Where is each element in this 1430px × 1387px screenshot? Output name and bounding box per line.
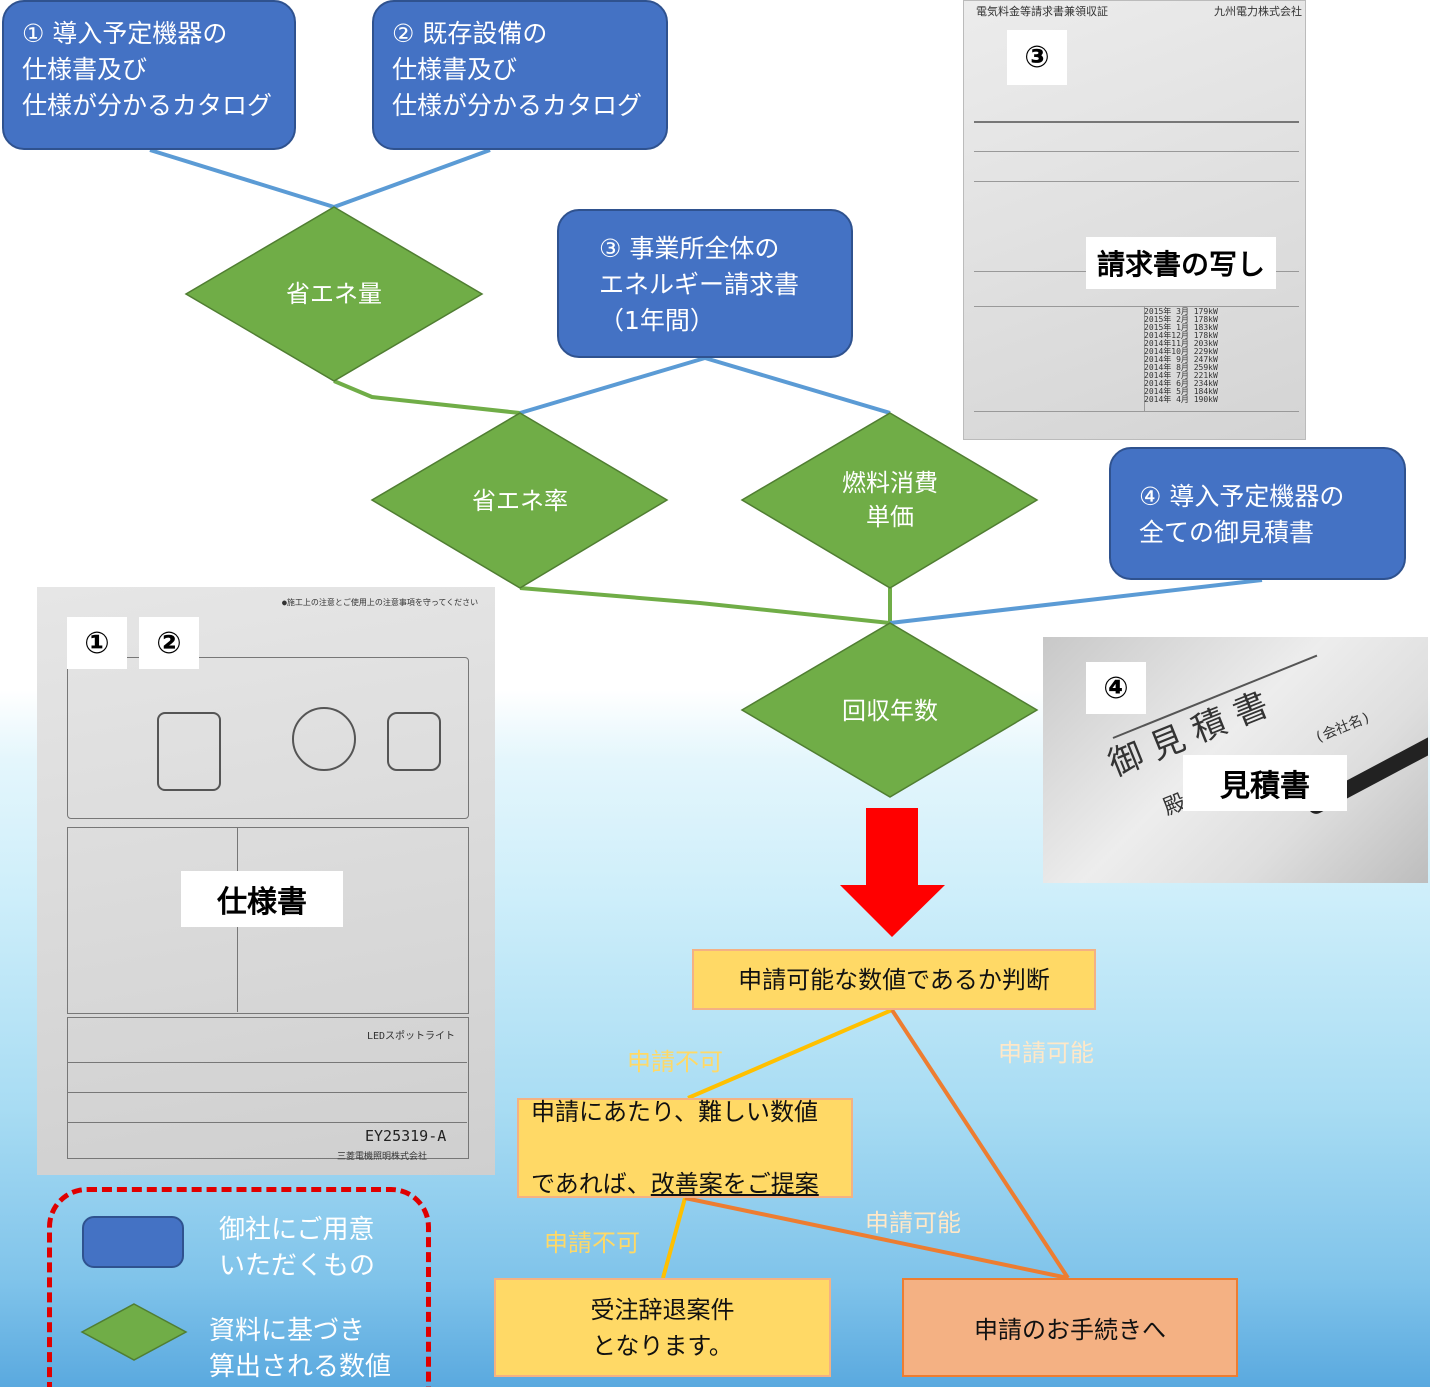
improve-line-2: であれば、改善案をご提案: [531, 1170, 819, 1198]
invoice-demand-row: 2015年 1月 183kW: [1144, 323, 1218, 332]
spec-number-tag-2: ②: [139, 617, 199, 669]
diamond-energy-saving-amount: 省エネ量: [286, 280, 382, 308]
diamond-shape-d3: [740, 412, 1039, 589]
invoice-demand-row: 2014年 4月 190kW: [1144, 395, 1218, 404]
invoice-demand-row: 2014年 6月 234kW: [1144, 379, 1218, 388]
diamond-shape-d4: [740, 622, 1039, 798]
invoice-caption: 請求書の写し: [1086, 237, 1276, 289]
down-arrow: [840, 808, 945, 937]
diamond-energy-saving-rate: 省エネ率: [472, 487, 568, 515]
invoice-demand-row: 2014年 9月 247kW: [1144, 355, 1218, 364]
legend-green-swatch: [80, 1303, 188, 1361]
legend-prepared-text: 御社にご用意 いただくもの: [219, 1215, 376, 1281]
spec-caption: 仕様書: [181, 871, 343, 927]
diamond-shape-d1: [184, 206, 484, 382]
invoice-demand-row: 2014年11月 203kW: [1144, 339, 1218, 348]
line-b4-to-d4: [889, 578, 1263, 625]
invoice-demand-row: 2014年12月 178kW: [1144, 331, 1218, 340]
invoice-company: 九州電力株式会社: [1214, 5, 1302, 18]
line-d1-to-d2: [333, 379, 521, 415]
line-judge-not-ok: [687, 1008, 893, 1100]
line-b1-to-d1: [149, 148, 335, 209]
invoice-demand-row: 2014年10月 229kW: [1144, 347, 1218, 356]
judge-box: 申請可能な数値であるか判断: [692, 949, 1096, 1010]
proceed-box: 申請のお手続きへ: [902, 1278, 1238, 1377]
box-new-equipment-spec: ① 導入予定機器の 仕様書及び 仕様が分かるカタログ: [2, 0, 296, 150]
label-not-ok-1: 申請不可: [627, 1048, 723, 1076]
diamond-payback-years: 回収年数: [842, 697, 938, 725]
line-b3-to-d2: [519, 356, 706, 415]
improve-box: 申請にあたり、難しい数値 であれば、改善案をご提案: [517, 1098, 853, 1198]
legend-calculated-text: 資料に基づき 算出される数値: [209, 1316, 392, 1382]
diamond-shape-d2: [370, 412, 669, 589]
decline-box: 受注辞退案件 となります。: [494, 1278, 831, 1377]
legend-frame: [47, 1187, 431, 1387]
invoice-header: 電気料金等請求書兼領収証: [976, 5, 1108, 18]
box-existing-equipment-spec: ② 既存設備の 仕様書及び 仕様が分かるカタログ: [372, 0, 668, 150]
invoice-demand-row: 2014年 8月 259kW: [1144, 363, 1218, 372]
line-improve-not-ok: [661, 1197, 687, 1279]
spec-model: EY25319-A: [365, 1127, 447, 1145]
box-estimates: ④ 導入予定機器の 全ての御見積書: [1109, 447, 1406, 580]
invoice-demand-row: 2014年 5月 184kW: [1144, 387, 1218, 396]
line-improve-ok: [684, 1196, 1069, 1280]
spec-top-note: ●施工上の注意とご使用上の注意事項を守ってください: [282, 598, 479, 607]
diamond-fuel-unit-price: 燃料消費 単価: [842, 469, 938, 531]
improve-line-1: 申請にあたり、難しい数値: [531, 1098, 819, 1126]
line-b3-to-d3: [704, 356, 891, 415]
line-d2-to-d4: [519, 586, 891, 625]
improvement-proposal-text: 改善案をご提案: [650, 1170, 819, 1198]
spec-maker: 三菱電機照明株式会社: [337, 1152, 428, 1162]
estimate-caption: 見積書: [1183, 755, 1347, 811]
label-not-ok-2: 申請不可: [544, 1229, 640, 1257]
spec-number-tag-1: ①: [67, 617, 127, 669]
label-ok-2: 申請可能: [865, 1209, 961, 1237]
estimate-number-tag: ④: [1086, 662, 1146, 714]
invoice-demand-row: 2015年 3月 179kW: [1144, 307, 1218, 316]
invoice-demand-row: 2015年 2月 178kW: [1144, 315, 1218, 324]
box-energy-invoice: ③ 事業所全体の エネルギー請求書 （1年間）: [557, 209, 853, 358]
spec-product: LEDスポットライト: [367, 1031, 456, 1042]
line-judge-ok: [890, 1008, 1070, 1280]
estimate-company: (会社名): [1312, 709, 1374, 747]
legend-blue-swatch: [82, 1216, 184, 1268]
label-ok-1: 申請可能: [998, 1039, 1094, 1067]
invoice-demand-row: 2014年 7月 221kW: [1144, 371, 1218, 380]
invoice-number-tag: ③: [1007, 30, 1067, 85]
line-b2-to-d1: [333, 148, 491, 209]
